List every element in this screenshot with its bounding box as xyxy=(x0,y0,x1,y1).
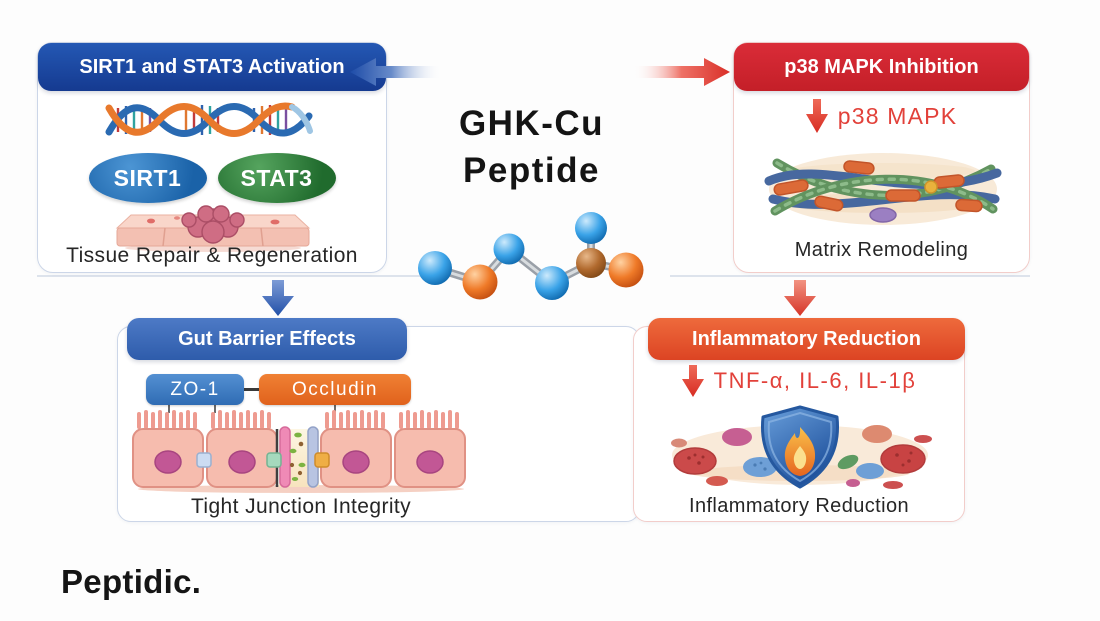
down-arrow-icon xyxy=(805,99,828,133)
panel-header-label: Inflammatory Reduction xyxy=(692,327,921,350)
caption-tight-junction: Tight Junction Integrity xyxy=(190,495,412,518)
sirt1-badge: SIRT1 xyxy=(88,153,207,203)
occludin-label: Occludin xyxy=(292,378,378,400)
panel-header-label: p38 MAPK Inhibition xyxy=(784,55,979,78)
tissue-repair-icon xyxy=(115,205,311,252)
shield-flame-icon xyxy=(671,405,932,489)
zo1-stub-right xyxy=(214,405,216,413)
panel-sirt1-stat3-activation: SIRT1 and STAT3 Activation xyxy=(37,42,387,273)
connector-line-right xyxy=(670,275,1030,277)
stat3-badge: STAT3 xyxy=(217,153,336,203)
tag-connector xyxy=(244,388,259,391)
diagram-title: GHK-Cu Peptide xyxy=(424,101,639,194)
title-line2: Peptide xyxy=(463,150,600,190)
protein-badges: SIRT1 STAT3 xyxy=(38,153,386,203)
cytokine-note-label: TNF-α, IL-6, IL-1β xyxy=(713,368,917,393)
panel-header-gut-barrier: Gut Barrier Effects xyxy=(127,318,407,360)
stat3-label: STAT3 xyxy=(240,164,313,191)
zo1-tag: ZO-1 xyxy=(146,374,244,405)
peptide-molecule-icon xyxy=(418,212,644,300)
panel-header-label: Gut Barrier Effects xyxy=(178,327,356,350)
occludin-stub xyxy=(334,405,336,413)
arrow-left-down xyxy=(262,280,294,316)
gut-epithelium-icon xyxy=(132,410,466,493)
arrow-center-to-right xyxy=(633,58,730,86)
panel-header-label: SIRT1 and STAT3 Activation xyxy=(79,55,345,78)
arrow-center-to-left xyxy=(350,58,442,86)
down-arrow-icon xyxy=(681,365,704,397)
panel-p38-mapk-inhibition: p38 MAPK Inhibition p38 MAPK xyxy=(733,42,1030,273)
dna-helix-icon xyxy=(105,102,313,137)
brand-logo: Peptidic. xyxy=(61,563,202,600)
title-line1: GHK-Cu xyxy=(458,104,605,143)
panel-header-inflammatory: Inflammatory Reduction xyxy=(648,318,965,360)
arrow-right-down xyxy=(784,280,816,316)
panel-header-sirt1-stat3: SIRT1 and STAT3 Activation xyxy=(38,43,386,91)
p38-note-label: p38 MAPK xyxy=(837,102,958,129)
p38-down-note: p38 MAPK xyxy=(734,99,1029,133)
zo1-label: ZO-1 xyxy=(170,378,220,400)
occludin-tag: Occludin xyxy=(259,374,411,405)
cytokine-down-note: TNF-α, IL-6, IL-1β xyxy=(634,365,964,397)
caption-inflammatory-reduction: Inflammatory Reduction xyxy=(688,495,909,517)
sirt1-label: SIRT1 xyxy=(113,164,182,191)
caption-tissue-repair: Tissue Repair & Regeneration xyxy=(66,244,358,267)
zo1-stub-left xyxy=(168,405,170,413)
caption-matrix-remodeling: Matrix Remodeling xyxy=(794,239,969,261)
connector-line-left xyxy=(37,275,422,277)
panel-header-p38: p38 MAPK Inhibition xyxy=(734,43,1029,91)
matrix-fibers-icon xyxy=(764,153,1002,225)
